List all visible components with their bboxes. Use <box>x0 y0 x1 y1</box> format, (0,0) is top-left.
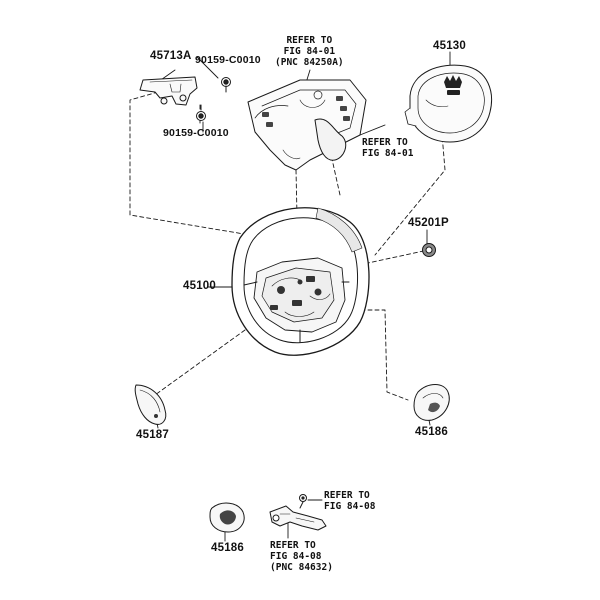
label-45186-right: 45186 <box>415 426 448 438</box>
label-45130: 45130 <box>433 40 466 52</box>
crown-emblem-icon <box>444 75 462 95</box>
ref-line: REFER TO <box>362 137 408 148</box>
label-90159-c0010-top: 90159-C0010 <box>195 54 261 66</box>
ref-line: (PNC 84250A) <box>275 57 344 68</box>
dashed-45713a-to-wheel <box>129 91 251 236</box>
ref-note-top-right: REFER TO FIG 84-01 <box>362 137 413 159</box>
cover-45186-right <box>413 384 450 421</box>
leader-ref-top-right <box>359 124 386 136</box>
ref-note-top-center: REFER TO FIG 84-01 (PNC 84250A) <box>275 35 344 68</box>
label-45100: 45100 <box>183 280 216 292</box>
ref-line: (PNC 84632) <box>270 562 333 573</box>
cover-45186-bottom <box>209 502 245 533</box>
ref-line: REFER TO <box>270 540 316 551</box>
label-45186-bottom: 45186 <box>211 542 244 554</box>
label-45187: 45187 <box>136 429 169 441</box>
steering-wheel-45100 <box>231 207 370 356</box>
bolt-bottom <box>196 104 206 121</box>
bolt-top <box>221 77 231 93</box>
dashed-wheel-to-45187 <box>154 329 246 396</box>
label-45201p: 45201P <box>408 217 449 229</box>
ref-line: FIG 84-08 <box>270 551 322 562</box>
ref-line: REFER TO <box>286 35 333 46</box>
cover-45187 <box>134 384 167 425</box>
ref-note-bottom-center: REFER TO FIG 84-08 (PNC 84632) <box>270 540 333 573</box>
ref-line: REFER TO <box>324 490 370 501</box>
dashed-airbag-to-wheel <box>374 109 446 256</box>
airbag-module-45130 <box>404 64 493 143</box>
label-45713a: 45713A <box>150 50 192 62</box>
cruise-switch-assembly <box>269 494 327 531</box>
ref-note-bottom-right: REFER TO FIG 84-08 <box>324 490 375 512</box>
leader-90159-top <box>196 56 219 79</box>
ref-line: FIG 84-01 <box>283 46 336 57</box>
nut-45201p <box>422 243 436 257</box>
ref-line: FIG 84-08 <box>324 501 376 512</box>
steering-switch-assembly <box>247 79 367 171</box>
bracket-45713a <box>139 76 198 106</box>
label-90159-c0010-bottom: 90159-C0010 <box>163 127 229 139</box>
ref-line: FIG 84-01 <box>362 148 414 159</box>
